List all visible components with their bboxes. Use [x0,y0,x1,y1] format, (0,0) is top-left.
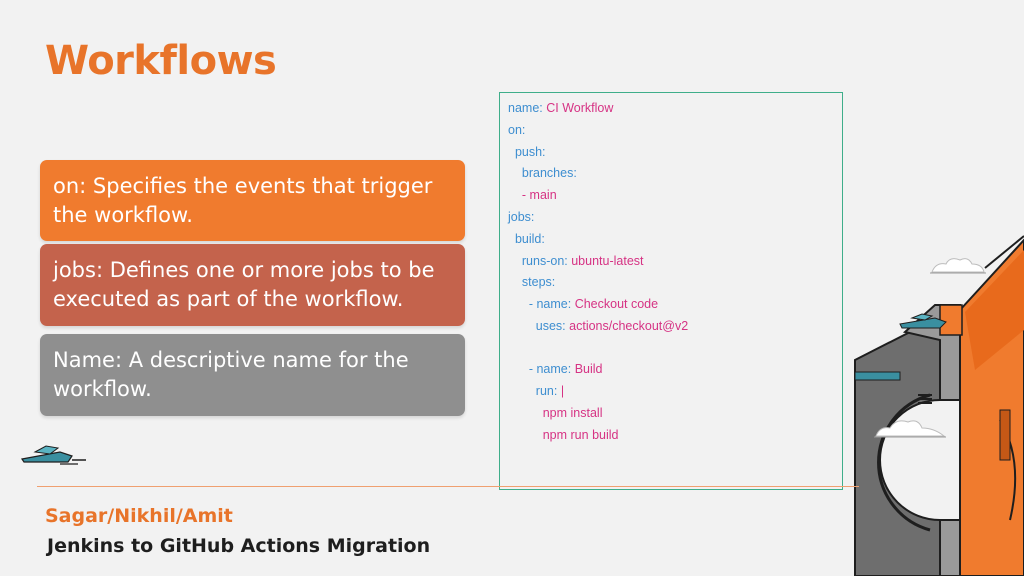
code-line: - name: Build [508,362,603,376]
code-key: steps: [508,275,556,289]
code-line: - name: Checkout code [508,297,658,311]
code-key: uses: [508,319,566,333]
code-line: runs-on: ubuntu-latest [508,254,644,268]
code-value: npm run build [542,428,619,442]
code-line: - main [508,188,557,202]
code-key: name: [508,101,543,115]
code-value: actions/checkout@v2 [569,319,689,333]
code-key: - name: [508,297,572,311]
plane-icon [20,445,86,465]
code-line: npm install [508,406,603,420]
code-value: ubuntu-latest [571,254,644,268]
code-line: npm run build [508,428,619,442]
code-line: uses: actions/checkout@v2 [508,319,688,333]
code-value: main [529,188,557,202]
code-key: - name: [508,362,572,376]
code-line: push: [508,145,549,159]
tower-illustration [854,304,963,576]
card-jobs-definition: jobs: Defines one or more jobs to be exe… [40,244,465,326]
code-line: run: | [508,384,564,398]
code-key: jobs: [508,210,535,224]
plane-icon [899,313,947,329]
code-line: branches: [508,166,580,180]
cloud-icon [874,420,946,438]
authors-label: Sagar/Nikhil/Amit [45,505,233,527]
yaml-code-panel: name: CI Workflow on: push: branches: - … [499,92,843,490]
code-value: Build [574,362,603,376]
slide-title: Workflows [45,38,277,84]
code-line: name: CI Workflow [508,101,613,115]
cloud-icon [930,258,986,274]
code-key: branches: [508,166,577,180]
code-line: on: [508,123,529,137]
code-key: build: [508,232,545,246]
code-value: Checkout code [574,297,659,311]
code-key: on: [508,123,526,137]
card-on-definition: on: Specifies the events that trigger th… [40,160,465,241]
card-name-definition: Name: A descriptive name for the workflo… [40,334,465,416]
code-value: npm install [542,406,603,420]
code-key: run: [508,384,558,398]
code-line: jobs: [508,210,538,224]
code-key: - [508,188,527,202]
code-line: build: [508,232,548,246]
code-key: push: [508,145,546,159]
code-value: CI Workflow [546,101,614,115]
code-line: steps: [508,275,559,289]
code-key: runs-on: [508,254,568,268]
footer-divider [37,486,859,487]
presentation-subtitle: Jenkins to GitHub Actions Migration [47,535,431,557]
code-value: | [560,384,565,398]
building-illustration [959,235,1024,576]
